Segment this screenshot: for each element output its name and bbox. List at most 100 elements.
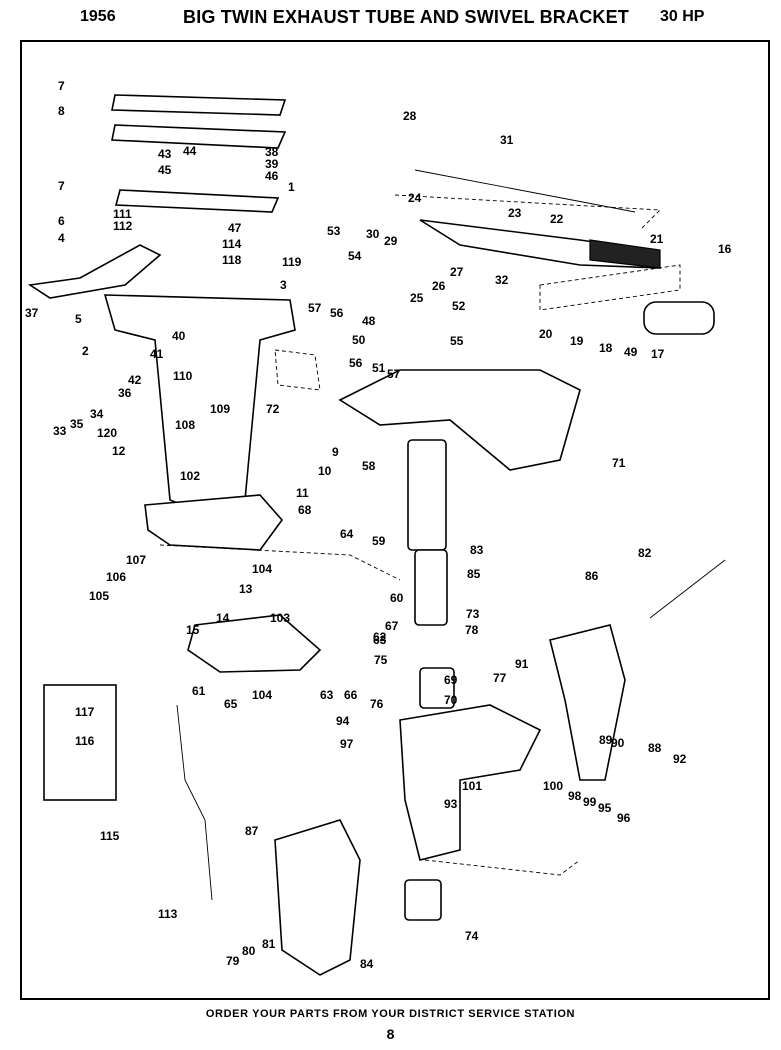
callout: 41	[150, 347, 164, 361]
diagram-frame	[20, 40, 770, 1000]
callout: 57	[308, 301, 322, 315]
header-year: 1956	[80, 8, 116, 25]
callout: 109	[210, 402, 230, 416]
callout: 70	[444, 693, 458, 707]
callout: 21	[650, 232, 664, 246]
bushing-76	[419, 667, 455, 709]
callout: 115	[100, 829, 120, 843]
callout: 12	[112, 444, 126, 458]
footer-order-note: ORDER YOUR PARTS FROM YOUR DISTRICT SERV…	[205, 1008, 576, 1020]
callout: 32	[495, 273, 509, 287]
callout: 18	[599, 341, 613, 355]
callout: 79	[226, 954, 240, 968]
callout: 36	[118, 386, 132, 400]
rod-115	[176, 704, 213, 901]
callout: 100	[543, 779, 563, 793]
callout: 99	[583, 795, 597, 809]
gasket-stack	[111, 94, 287, 213]
callout: 35	[70, 417, 84, 431]
exhaust-housing	[103, 294, 296, 551]
callout: 89	[599, 733, 613, 747]
callout: 66	[344, 688, 358, 702]
callout: 9	[332, 445, 339, 459]
callout: 46	[265, 169, 279, 183]
callout: 96	[617, 811, 631, 825]
lever-part-4	[27, 244, 162, 299]
clamp-bracket-87	[274, 819, 361, 976]
clamp-bracket-86	[549, 624, 626, 781]
callout: 10	[318, 464, 332, 478]
callout: 30	[366, 227, 380, 241]
callout: 90	[611, 736, 625, 750]
callout: 64	[340, 527, 354, 541]
callout: 51	[372, 361, 386, 375]
callout: 103	[270, 611, 290, 625]
callout: 86	[585, 569, 599, 583]
steering-handle	[414, 169, 715, 335]
side-cover-65	[187, 614, 322, 673]
page-header: 1956 BIG TWIN EXHAUST TUBE AND SWIVEL BR…	[0, 6, 781, 32]
callout: 84	[360, 957, 374, 971]
callout: 17	[651, 347, 665, 361]
callout: 83	[470, 543, 484, 557]
header-horsepower: 30 HP	[660, 8, 705, 25]
callout: 14	[216, 611, 230, 625]
callout: 54	[348, 249, 362, 263]
callout: 5	[75, 312, 82, 326]
callout: 55	[450, 334, 464, 348]
callout: 67	[385, 619, 399, 633]
callout: 33	[53, 424, 67, 438]
callout: 76	[370, 697, 384, 711]
callout: 27	[450, 265, 464, 279]
callout: 60	[390, 591, 404, 605]
callout: 98	[568, 789, 582, 803]
callout: 108	[175, 418, 195, 432]
callout: 23	[508, 206, 522, 220]
exploded-parts-diagram: 7 8 7 6 4 43 44 45 38 39 46 1 111 112 47…	[25, 79, 732, 976]
callout: 20	[539, 327, 553, 341]
callout: 42	[128, 373, 142, 387]
callout: 25	[410, 291, 424, 305]
callout: 92	[673, 752, 687, 766]
callout: 59	[372, 534, 386, 548]
callout: 78	[465, 623, 479, 637]
callout: 50	[352, 333, 366, 347]
callout: 15	[186, 623, 200, 637]
callout: 104	[252, 562, 272, 576]
rod-82	[649, 559, 726, 619]
callout: 88	[648, 741, 662, 755]
callout: 53	[327, 224, 341, 238]
callout: 24	[408, 191, 422, 205]
callout: 82	[638, 546, 652, 560]
callout: 19	[570, 334, 584, 348]
callout: 11	[296, 486, 309, 500]
callout: 112	[113, 219, 133, 233]
callout: 37	[25, 306, 39, 320]
callout: 120	[97, 426, 117, 440]
callout: 26	[432, 279, 446, 293]
callout: 105	[89, 589, 109, 603]
callout: 75	[374, 653, 388, 667]
callout: 6	[58, 214, 65, 228]
callout: 13	[239, 582, 253, 596]
callout: 73	[466, 607, 480, 621]
callout: 49	[624, 345, 638, 359]
callout: 113	[158, 907, 178, 921]
callout: 22	[550, 212, 564, 226]
callout: 45	[158, 163, 172, 177]
callout: 34	[90, 407, 104, 421]
callout: 31	[500, 133, 514, 147]
callout: 7	[58, 179, 65, 193]
callout: 87	[245, 824, 259, 838]
callout: 77	[493, 671, 507, 685]
callout: 116	[75, 734, 95, 748]
callout: 119	[282, 255, 302, 269]
header-title: BIG TWIN EXHAUST TUBE AND SWIVEL BRACKET	[183, 7, 630, 27]
page-number: 8	[386, 1026, 395, 1042]
callout: 57	[387, 367, 401, 381]
callout: 81	[262, 937, 276, 951]
callout: 72	[266, 402, 280, 416]
callout: 71	[612, 456, 626, 470]
callout: 29	[384, 234, 398, 248]
callout: 56	[330, 306, 344, 320]
